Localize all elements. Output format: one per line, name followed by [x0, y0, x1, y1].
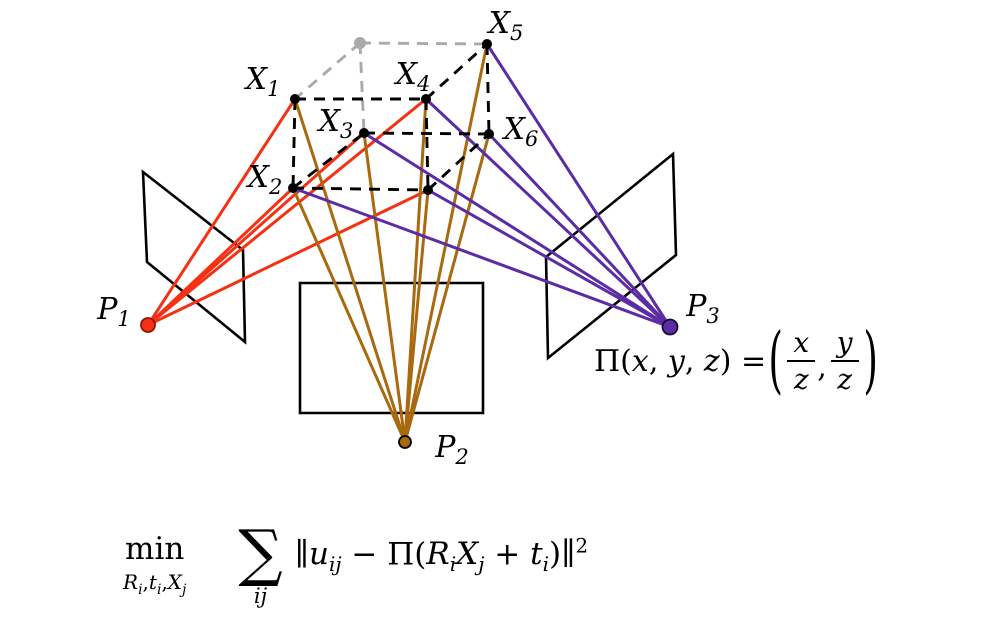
math-token: , — [648, 343, 668, 379]
math-token: Π( — [387, 536, 427, 573]
fraction-numerator: y — [830, 328, 859, 363]
cube-edge-X2-X3 — [292, 131, 365, 190]
camera-center-P1 — [140, 317, 156, 333]
min-subscript-variables: Ri,ti,Xj — [123, 572, 186, 597]
ray-P2-C7 — [403, 188, 430, 444]
math-token: Ri — [123, 570, 143, 598]
cube-edge-X5-X6 — [485, 43, 491, 135]
ray-P2-X1 — [293, 97, 407, 444]
fraction-y-over-z: y z — [830, 328, 859, 397]
math-token: ti — [148, 570, 162, 598]
math-token: ) — [719, 343, 732, 379]
math-token: )∥2 — [548, 534, 589, 573]
fraction-denominator: z — [837, 363, 853, 397]
image-plane-P1 — [141, 169, 247, 345]
math-token: , — [142, 570, 149, 594]
min-label: min — [125, 531, 185, 567]
point-X5 — [482, 39, 492, 49]
label-X6: X6 — [502, 112, 539, 151]
label-P1: P1 — [96, 292, 131, 331]
hidden-cube-edge-C0-X5 — [359, 41, 488, 46]
cube-edge-X2-C7 — [292, 186, 429, 192]
open-paren: ( — [768, 318, 784, 405]
cube-edge-X4-X5 — [425, 42, 488, 101]
label-X1: X1 — [244, 62, 281, 101]
math-token: Π — [594, 343, 621, 379]
objective-formula: min Ri,ti,Xj ∑ ij ∥uij − Π(RiXj + ti)∥2 — [123, 520, 588, 607]
ray-P2-X6 — [403, 132, 491, 444]
math-token: , — [161, 570, 168, 594]
math-token: ∥ — [294, 536, 309, 573]
cube-edge-X1-X2 — [291, 98, 297, 189]
point-X1 — [290, 94, 300, 104]
hidden-cube-edge-C0-X1 — [294, 41, 361, 101]
fraction-x-over-z: x z — [787, 328, 816, 397]
sum-operator: ∑ ij — [238, 522, 282, 607]
camera-center-P3 — [661, 318, 679, 336]
min-operator: min Ri,ti,Xj — [123, 531, 186, 598]
math-token: y — [667, 343, 685, 379]
label-X5: X5 — [487, 6, 524, 45]
math-token: x — [631, 343, 649, 379]
hidden-cube-edge-C0-X3 — [358, 42, 366, 134]
image-plane-P3 — [544, 151, 678, 361]
ray-P3-C7 — [426, 188, 672, 329]
math-token: ti — [530, 536, 549, 577]
ray-P3-X6 — [487, 132, 672, 329]
fraction-numerator: x — [787, 328, 816, 363]
ray-P1-X4 — [146, 97, 428, 327]
point-C0 — [354, 37, 366, 49]
math-token: − — [341, 536, 388, 573]
fraction-separator: , — [817, 349, 827, 385]
projection-formula: Π(x, y, z) = ( x z , y z ) — [594, 318, 880, 405]
ray-P2-X2 — [291, 186, 407, 444]
ray-P3-X2 — [291, 186, 672, 329]
math-token: = — [731, 343, 767, 379]
reprojection-error-expression: ∥uij − Π(RiXj + ti)∥2 — [295, 536, 588, 575]
label-P3: P3 — [685, 289, 720, 328]
point-X2 — [288, 183, 298, 193]
ray-P1-C7 — [146, 188, 430, 327]
ray-P2-X3 — [362, 131, 407, 444]
math-token: Xj — [167, 570, 187, 598]
ray-P2-X4 — [403, 97, 428, 444]
ray-P3-X4 — [424, 97, 672, 329]
ray-P3-X5 — [485, 42, 672, 329]
point-X4 — [421, 94, 431, 104]
math-token: z — [703, 343, 720, 379]
cube-edge-X3-X6 — [363, 131, 490, 136]
point-X3 — [359, 128, 369, 138]
label-X2: X2 — [246, 160, 283, 199]
close-paren: ) — [862, 318, 878, 405]
sum-index: ij — [253, 584, 268, 608]
ray-P1-X3 — [146, 131, 366, 327]
point-X6 — [484, 129, 494, 139]
math-token: ( — [620, 343, 632, 379]
fraction-denominator: z — [793, 363, 809, 397]
ray-P1-X1 — [146, 97, 297, 327]
projection-lhs: Π(x, y, z) = — [594, 344, 766, 379]
math-token: Xj — [456, 536, 485, 577]
image-plane-P2 — [298, 281, 485, 415]
cube-edge-C7-X6 — [427, 132, 490, 192]
cube-edge-X4-C7 — [424, 98, 430, 191]
sigma-symbol: ∑ — [238, 516, 283, 589]
math-token: , — [684, 343, 704, 379]
math-token: + — [484, 536, 531, 573]
label-X4: X4 — [394, 57, 431, 96]
math-token: Ri — [426, 536, 457, 577]
label-P2: P2 — [434, 430, 469, 469]
ray-P3-X3 — [362, 131, 672, 329]
label-X3: X3 — [317, 104, 354, 143]
point-C7 — [423, 185, 433, 195]
math-token: uij — [308, 536, 342, 577]
camera-center-P2 — [398, 435, 412, 449]
